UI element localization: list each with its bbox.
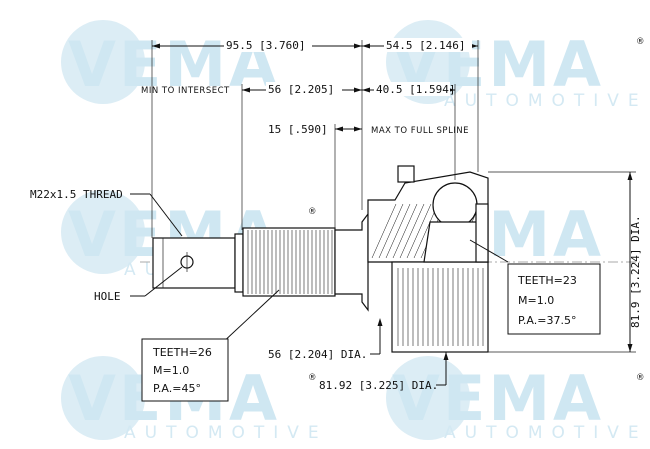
arrow-icon bbox=[362, 87, 370, 93]
leader-thread-diagonal bbox=[149, 193, 183, 237]
hatch-line bbox=[406, 203, 432, 259]
arrow-icon bbox=[627, 172, 633, 180]
watermark-globe-icon bbox=[386, 356, 470, 440]
dim-bell-dia: 81.92 [3.225] DIA. bbox=[319, 379, 438, 392]
watermark-reg: ® bbox=[308, 207, 317, 217]
watermark-reg: ® bbox=[636, 373, 645, 383]
dimension-lines bbox=[130, 40, 636, 386]
dim-outer-dia: 81.9 [3.224] DIA. bbox=[629, 215, 642, 328]
inner-ball bbox=[432, 182, 478, 228]
arrow-icon bbox=[242, 87, 250, 93]
callout-pressure-angle: P.A.=37.5° bbox=[518, 314, 576, 327]
dim-max-full-spline: MAX TO FULL SPLINE bbox=[371, 126, 469, 136]
dim-min-intersect-label: MIN TO INTERSECT bbox=[141, 86, 230, 96]
arrow-icon bbox=[377, 318, 383, 326]
watermark-sub: AUTOMOTIVE bbox=[124, 423, 328, 443]
callout-teeth: TEETH=26 bbox=[152, 346, 212, 359]
hatch-line bbox=[392, 203, 418, 259]
threaded-stub bbox=[152, 237, 236, 289]
callout-box bbox=[507, 263, 601, 335]
dim-spline-length: 15 [.590] bbox=[268, 123, 328, 136]
hatch-line bbox=[399, 203, 425, 259]
arrow-icon bbox=[152, 43, 160, 49]
callout-pressure-angle: P.A.=45° bbox=[153, 382, 201, 395]
abs-tab bbox=[397, 165, 415, 183]
bell-ribs bbox=[397, 268, 484, 346]
inner-spline-bore bbox=[475, 203, 489, 263]
dim-right-inner: 40.5 [1.594] bbox=[376, 83, 455, 96]
callout-inner-spline: TEETH=23 M=1.0 P.A.=37.5° bbox=[507, 263, 601, 335]
callout-box bbox=[141, 338, 229, 402]
stub-shoulder bbox=[234, 233, 244, 293]
bell-housing-bottom bbox=[391, 261, 489, 353]
neck bbox=[334, 212, 369, 312]
dim-overall-left: 95.5 [3.760] bbox=[226, 39, 305, 52]
arrow-icon bbox=[335, 126, 343, 132]
hatch-line bbox=[385, 203, 411, 259]
arrow-icon bbox=[354, 43, 362, 49]
watermark-sub: AUTOMOTIVE bbox=[444, 423, 648, 443]
cv-joint-part bbox=[152, 165, 489, 353]
hatch-line bbox=[371, 203, 397, 259]
watermark-top-right: VEMA AUTOMOTIVE ® bbox=[386, 20, 648, 111]
watermark-brand: VEMA bbox=[392, 362, 604, 435]
watermark-globe-icon bbox=[61, 190, 145, 274]
arrow-icon bbox=[362, 43, 370, 49]
spline-lines bbox=[247, 230, 333, 294]
leader-outer-spline bbox=[219, 289, 280, 346]
splined-shaft bbox=[242, 227, 336, 297]
watermark-reg: ® bbox=[636, 37, 645, 47]
leader-inner-spline bbox=[469, 239, 509, 263]
hatch-line bbox=[378, 203, 404, 259]
watermark-globe-icon bbox=[61, 356, 145, 440]
leader-hole-diagonal bbox=[144, 266, 183, 297]
callout-module: M=1.0 bbox=[518, 294, 554, 307]
arrow-icon bbox=[354, 126, 362, 132]
callout-module: M=1.0 bbox=[153, 364, 189, 377]
dim-thread: M22x1.5 THREAD bbox=[30, 188, 123, 201]
dim-overall-right: 54.5 [2.146] bbox=[386, 39, 465, 52]
watermark-reg: ® bbox=[308, 373, 317, 383]
dim-hole: HOLE bbox=[94, 290, 121, 303]
watermark-globe-icon bbox=[61, 20, 145, 104]
arrow-icon bbox=[627, 344, 633, 352]
watermark-bottom-left: VEMA AUTOMOTIVE ® bbox=[61, 356, 328, 443]
dim-neck-dia: 56 [2.204] DIA. bbox=[268, 348, 367, 361]
dimension-labels: 95.5 [3.760] 54.5 [2.146] MIN TO INTERSE… bbox=[30, 38, 642, 392]
arrow-icon bbox=[354, 87, 362, 93]
callout-teeth: TEETH=23 bbox=[517, 274, 577, 287]
watermark-sub: AUTOMOTIVE bbox=[444, 91, 648, 111]
arrow-icon bbox=[443, 352, 449, 360]
watermark-bottom-right: VEMA AUTOMOTIVE ® bbox=[386, 356, 648, 443]
dim-min-intersect-value: 56 [2.205] bbox=[268, 83, 334, 96]
callout-outer-spline: TEETH=26 M=1.0 P.A.=45° bbox=[141, 338, 229, 402]
